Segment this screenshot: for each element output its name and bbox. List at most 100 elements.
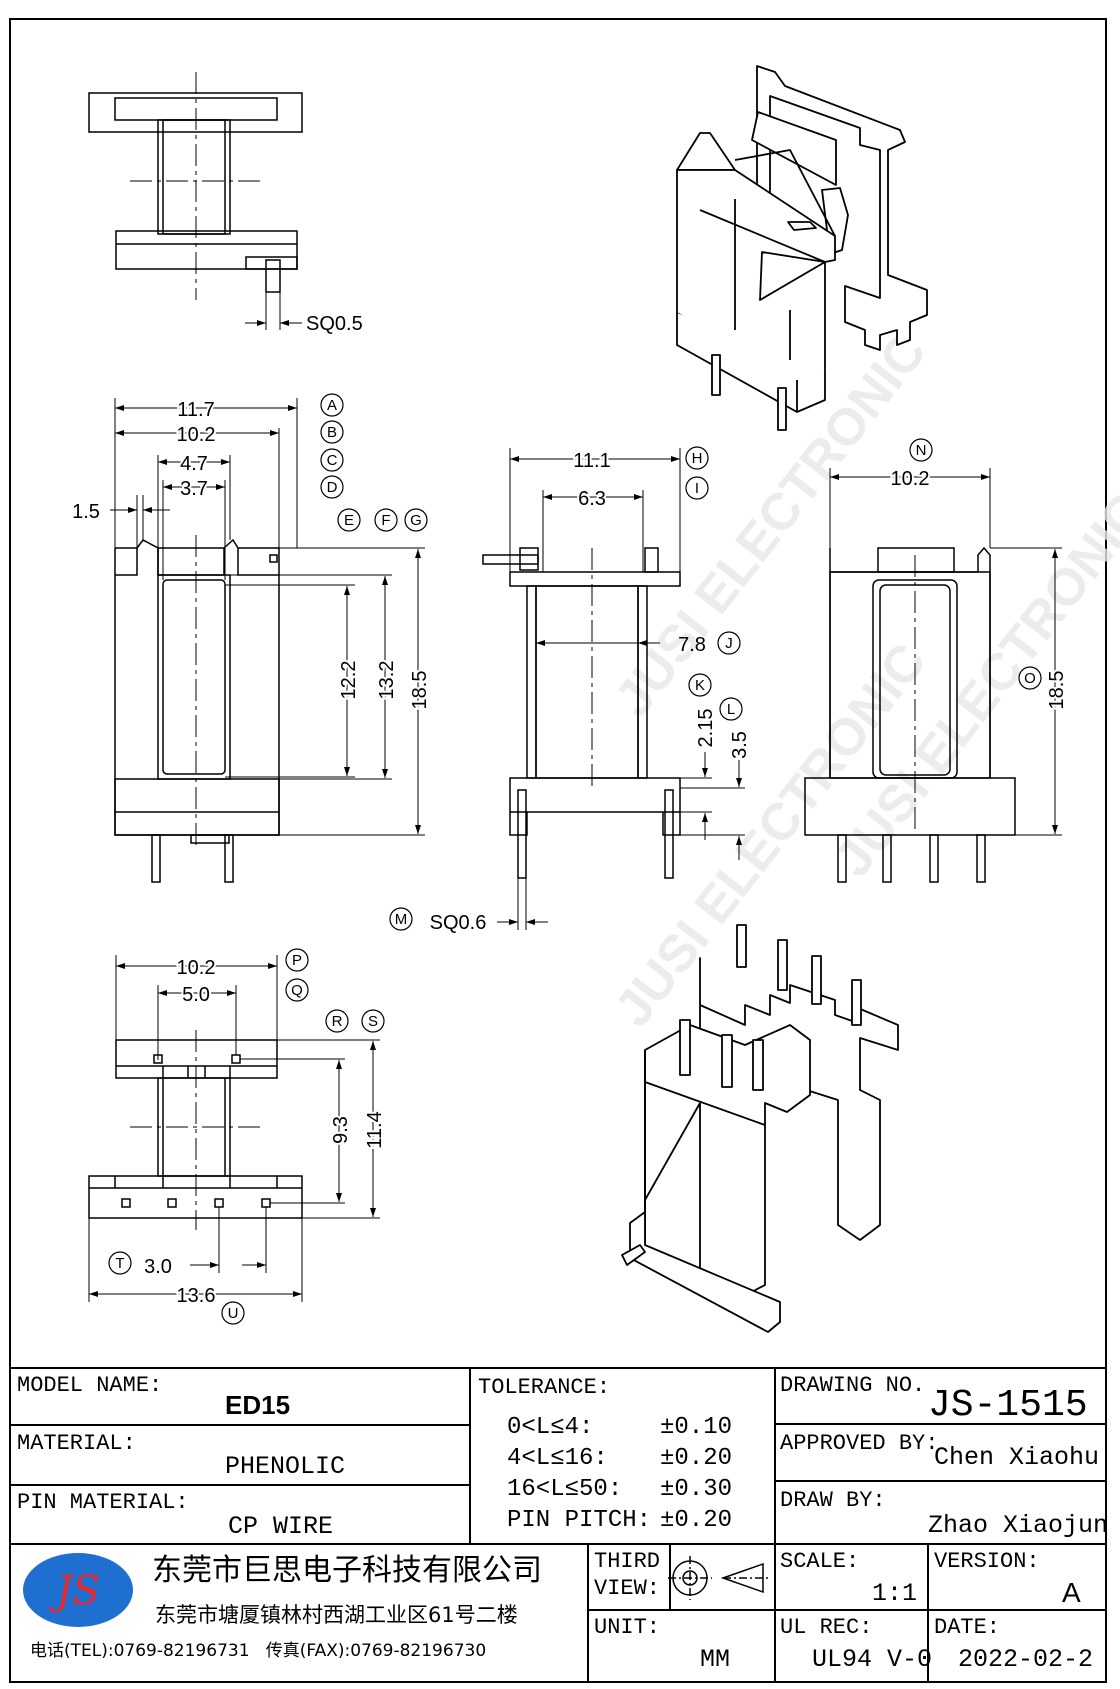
dim-front-w-slot: 4.7: [180, 453, 208, 475]
top-view-pin: [265, 259, 281, 293]
top-view-flange-bottom: [115, 230, 298, 270]
dim-side-h-base: 3.5: [729, 731, 751, 759]
tolerance-value-1: ±0.10: [660, 1414, 733, 1441]
unit-value: MM: [700, 1645, 731, 1674]
dim-front-h-window: 12.2: [338, 661, 360, 700]
tolerance-label: TOLERANCE:: [478, 1375, 611, 1400]
draw-by-label: DRAW BY:: [780, 1488, 886, 1513]
rear-view-dim-text: 10.2 18.5: [889, 466, 1070, 711]
label-o: O: [1024, 670, 1036, 687]
drawing-no-value: JS-1515: [928, 1384, 1088, 1427]
label-t: T: [115, 1255, 124, 1272]
company-logo: [23, 1553, 133, 1627]
label-i: I: [695, 480, 699, 497]
bottom-view-labels: P Q R S T U: [108, 948, 385, 1325]
dim-rear-h: 18.5: [1046, 671, 1068, 710]
third-angle-projection-icon: [668, 1556, 770, 1600]
label-k: K: [695, 677, 705, 694]
model-name-value: ED15: [225, 1390, 291, 1420]
scale-label: SCALE:: [780, 1549, 860, 1574]
dim-side-w-inner: 6.3: [578, 488, 606, 510]
dim-side-core-w: 7.8: [678, 634, 706, 656]
front-view: [110, 398, 425, 883]
tolerance-value-4: ±0.20: [660, 1507, 733, 1534]
side-view: [482, 448, 745, 930]
scale-value: 1:1: [872, 1579, 918, 1608]
company-address: 东莞市塘厦镇林村西湖工业区61号二楼: [155, 1603, 518, 1627]
dim-bottom-h-total: 11.4: [364, 1111, 386, 1148]
tolerance-range-3: 16<L≤50:: [507, 1476, 623, 1503]
label-n: N: [916, 442, 927, 459]
rear-view: [804, 468, 1062, 883]
top-view: [88, 72, 303, 330]
label-m: M: [395, 911, 408, 928]
label-p: P: [292, 952, 302, 969]
label-s: S: [368, 1013, 378, 1030]
label-d: D: [327, 479, 338, 496]
dim-bottom-w-slot: 5.0: [182, 984, 210, 1006]
company-logo-text: JS: [49, 1568, 99, 1614]
dim-front-w-side: 1.5: [72, 501, 100, 523]
side-view-labels: H I J K L M: [389, 446, 743, 931]
label-b: B: [327, 424, 337, 441]
side-view-dim-text: 11.1 6.3 7.8 2.15 3.5 SQ0.6: [430, 448, 751, 934]
dim-side-w-total: 11.1: [573, 450, 610, 472]
dim-bottom-h-pins: 9.3: [330, 1116, 352, 1144]
dim-rear-w: 10.2: [891, 468, 930, 490]
iso-view-bottom: [621, 924, 899, 1333]
dim-side-h-pin-gap: 2.15: [695, 709, 717, 748]
company-name: 东莞市巨思电子科技有限公司: [152, 1553, 542, 1588]
front-view-labels: A B C D E F G: [320, 393, 428, 532]
label-g: G: [410, 512, 422, 529]
label-f: F: [381, 512, 390, 529]
top-view-core-inner: [162, 119, 226, 235]
material-value: PHENOLIC: [225, 1452, 346, 1481]
tolerance-range-4: PIN PITCH:: [507, 1507, 652, 1534]
ul-rec-label: UL REC:: [780, 1615, 873, 1640]
date-value: 2022-02-2: [958, 1645, 1094, 1674]
label-a: A: [327, 397, 337, 414]
third-view-label-2: VIEW:: [594, 1576, 661, 1601]
title-block-grid: [10, 1367, 1106, 1682]
sheet-border: [9, 18, 1107, 1683]
dim-bottom-w-top: 10.2: [177, 957, 216, 979]
label-j: J: [725, 635, 733, 652]
label-c: C: [327, 452, 338, 469]
rear-view-labels: N O: [909, 438, 1042, 690]
top-view-pin-block: [245, 256, 298, 270]
ul-rec-value: UL94 V-0: [812, 1645, 933, 1674]
label-e: E: [344, 512, 354, 529]
date-label: DATE:: [934, 1615, 1001, 1640]
dim-front-h-total: 18.5: [409, 671, 431, 710]
approved-by-label: APPROVED BY:: [780, 1431, 939, 1456]
label-u: U: [228, 1305, 239, 1322]
iso-view-top: [676, 65, 928, 431]
material-label: MATERIAL:: [17, 1431, 136, 1456]
bottom-view: [88, 955, 380, 1302]
dim-side-pin-sq: SQ0.6: [430, 912, 487, 934]
dim-front-w-inner: 10.2: [177, 424, 216, 446]
unit-label: UNIT:: [594, 1615, 661, 1640]
version-label: VERSION:: [934, 1549, 1040, 1574]
label-h: H: [692, 450, 703, 467]
tolerance-value-3: ±0.30: [660, 1476, 733, 1503]
drawing-no-label: DRAWING NO.: [780, 1373, 926, 1398]
bottom-view-dim-text: 10.2 5.0 9.3 11.4 3.0 13.6: [144, 955, 388, 1309]
label-q: Q: [291, 982, 303, 999]
tolerance-range-1: 0<L≤4:: [507, 1414, 594, 1441]
top-view-core: [157, 119, 231, 235]
third-view-label-1: THIRD: [594, 1549, 661, 1574]
tolerance-range-2: 4<L≤16:: [507, 1445, 608, 1472]
model-name-label: MODEL NAME:: [17, 1373, 163, 1398]
label-l: L: [727, 701, 735, 718]
tolerance-value-2: ±0.20: [660, 1445, 733, 1472]
dim-front-w-core: 3.7: [180, 478, 208, 500]
dim-bottom-pitch: 3.0: [144, 1256, 172, 1278]
company-contact: 电话(TEL):0769-82196731 传真(FAX):0769-82196…: [30, 1641, 487, 1661]
watermark: JUSI ELECTRONIC JUSI ELECTRONIC JUSI ELE…: [604, 323, 1120, 1038]
version-value: A: [1062, 1577, 1081, 1608]
dim-top-sq: SQ0.5: [306, 313, 363, 335]
approved-by-value: Chen Xiaohu: [934, 1443, 1100, 1472]
pin-material-label: PIN MATERIAL:: [17, 1490, 189, 1515]
